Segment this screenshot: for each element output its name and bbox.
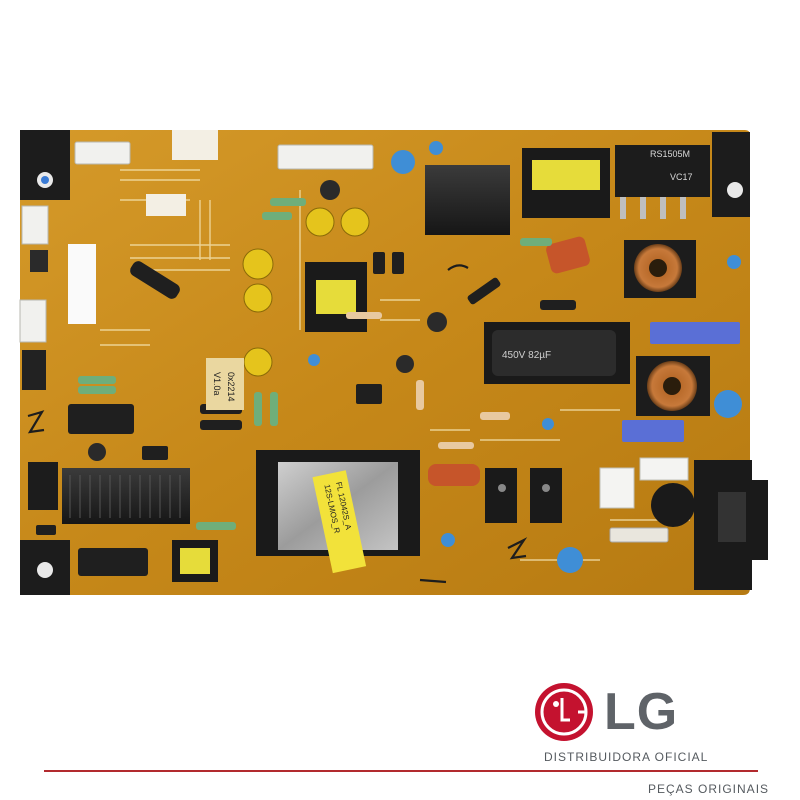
diodes bbox=[36, 252, 576, 535]
heatsinks bbox=[62, 165, 562, 524]
circuit-board-photo: RS1505M VC17 450V 82µF bbox=[19, 130, 768, 595]
brand-tagline: DISTRIBUIDORA OFICIAL bbox=[544, 750, 709, 764]
toroid-coils bbox=[624, 240, 710, 416]
lg-brand: LG DISTRIBUIDORA OFICIAL bbox=[535, 680, 756, 800]
fuse-and-relay bbox=[609, 483, 695, 543]
orange-capacitors bbox=[428, 236, 590, 486]
black-connectors bbox=[22, 250, 768, 590]
chip-sub-text: VC17 bbox=[670, 172, 693, 182]
disc-capacitors bbox=[308, 141, 742, 573]
version-label: V1.0a bbox=[212, 372, 222, 396]
board-labels: V1.0a 0x2214 bbox=[68, 130, 244, 410]
transformers bbox=[172, 148, 610, 582]
hand-marks bbox=[27, 264, 528, 584]
brand-subtitle: PEÇAS ORIGINAIS bbox=[648, 782, 770, 796]
film-capacitors bbox=[622, 322, 740, 442]
lg-logo-icon bbox=[535, 683, 593, 741]
bulk-capacitor: 450V 82µF bbox=[484, 322, 630, 384]
cap-text: 450V 82µF bbox=[502, 350, 551, 361]
bridge-rectifier: RS1505M VC17 bbox=[615, 145, 710, 219]
white-connectors bbox=[19, 141, 689, 509]
lg-wordmark: LG bbox=[604, 683, 679, 741]
footer-divider bbox=[44, 770, 758, 772]
small-capacitors bbox=[68, 180, 447, 576]
chip-label-text: RS1505M bbox=[650, 149, 690, 159]
foil-shield: 12S-LMOS_R FL 12042S_A bbox=[256, 450, 420, 574]
code-label: 0x2214 bbox=[226, 372, 236, 402]
